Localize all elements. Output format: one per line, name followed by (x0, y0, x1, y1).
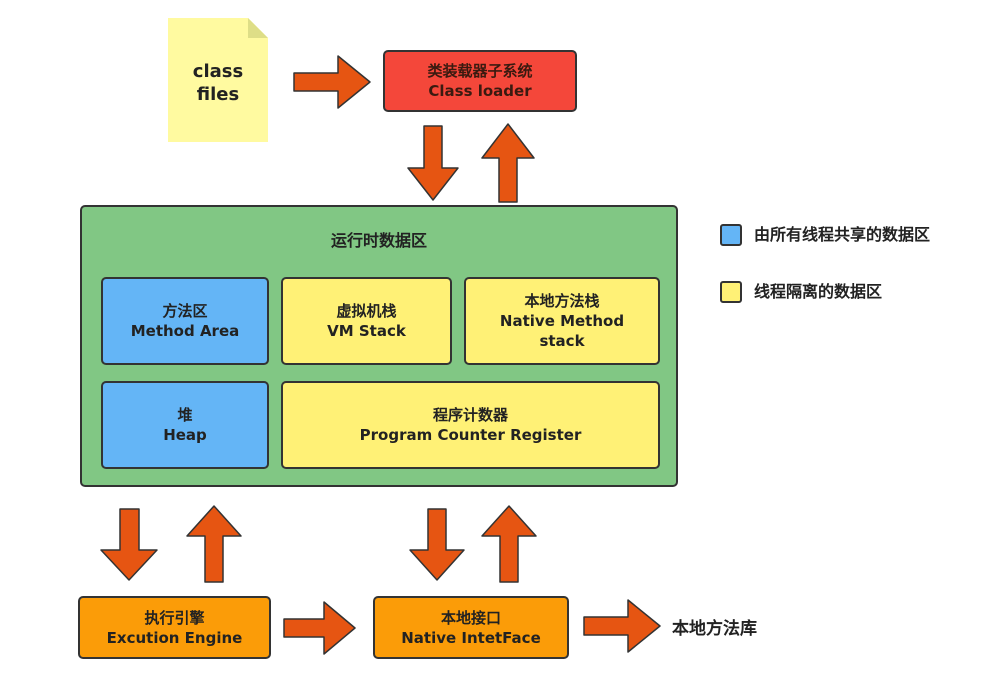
native-method-library-label: 本地方法库 (672, 619, 757, 639)
execution-engine-cn: 执行引擎 (144, 608, 205, 627)
arrow-runtime-to-loader (481, 123, 535, 203)
native-interface-box: 本地接口 Native IntetFace (373, 596, 569, 659)
arrow-interface-to-runtime (481, 505, 537, 583)
heap-cn: 堆 (177, 406, 193, 424)
native-method-stack-box: 本地方法栈 Native Method stack (464, 277, 660, 365)
native-stack-en2: stack (539, 332, 585, 350)
class-files-note: class files (168, 60, 268, 106)
class-loader-box: 类装载器子系统 Class loader (383, 50, 577, 112)
arrow-engine-to-interface (283, 601, 356, 655)
legend-shared-swatch (720, 224, 742, 246)
arrow-files-to-loader (293, 55, 371, 109)
method-area-en: Method Area (130, 322, 240, 340)
class-loader-title-cn: 类装载器子系统 (427, 62, 533, 80)
pc-register-en: Program Counter Register (359, 426, 582, 444)
legend-shared-label: 由所有线程共享的数据区 (754, 225, 931, 244)
runtime-data-area-title: 运行时数据区 (330, 231, 427, 250)
class-files-line1: class (192, 61, 244, 82)
native-stack-cn: 本地方法栈 (524, 292, 600, 310)
arrow-runtime-to-interface (409, 508, 465, 581)
legend-isolated-swatch (720, 281, 742, 303)
heap-box: 堆 Heap (101, 381, 269, 469)
method-area-cn: 方法区 (162, 302, 208, 320)
native-interface-en: Native IntetFace (401, 628, 541, 647)
class-files-line2: files (196, 84, 240, 105)
arrow-runtime-to-engine (100, 508, 158, 581)
arrow-engine-to-runtime (186, 505, 242, 583)
native-stack-en1: Native Method (499, 312, 625, 330)
vm-stack-en: VM Stack (327, 322, 406, 340)
vm-stack-box: 虚拟机栈 VM Stack (281, 277, 452, 365)
arrow-interface-to-library (583, 599, 661, 653)
execution-engine-en: Excution Engine (106, 628, 243, 647)
vm-stack-cn: 虚拟机栈 (336, 302, 397, 320)
program-counter-register-box: 程序计数器 Program Counter Register (281, 381, 660, 469)
arrow-loader-to-runtime (407, 125, 459, 201)
method-area-box: 方法区 Method Area (101, 277, 269, 365)
native-interface-cn: 本地接口 (440, 608, 501, 627)
pc-register-cn: 程序计数器 (432, 406, 508, 424)
heap-en: Heap (163, 426, 207, 444)
execution-engine-box: 执行引擎 Excution Engine (78, 596, 271, 659)
class-files-note-shape (168, 18, 268, 142)
class-loader-title-en: Class loader (428, 82, 532, 100)
legend-isolated-label: 线程隔离的数据区 (754, 282, 883, 301)
